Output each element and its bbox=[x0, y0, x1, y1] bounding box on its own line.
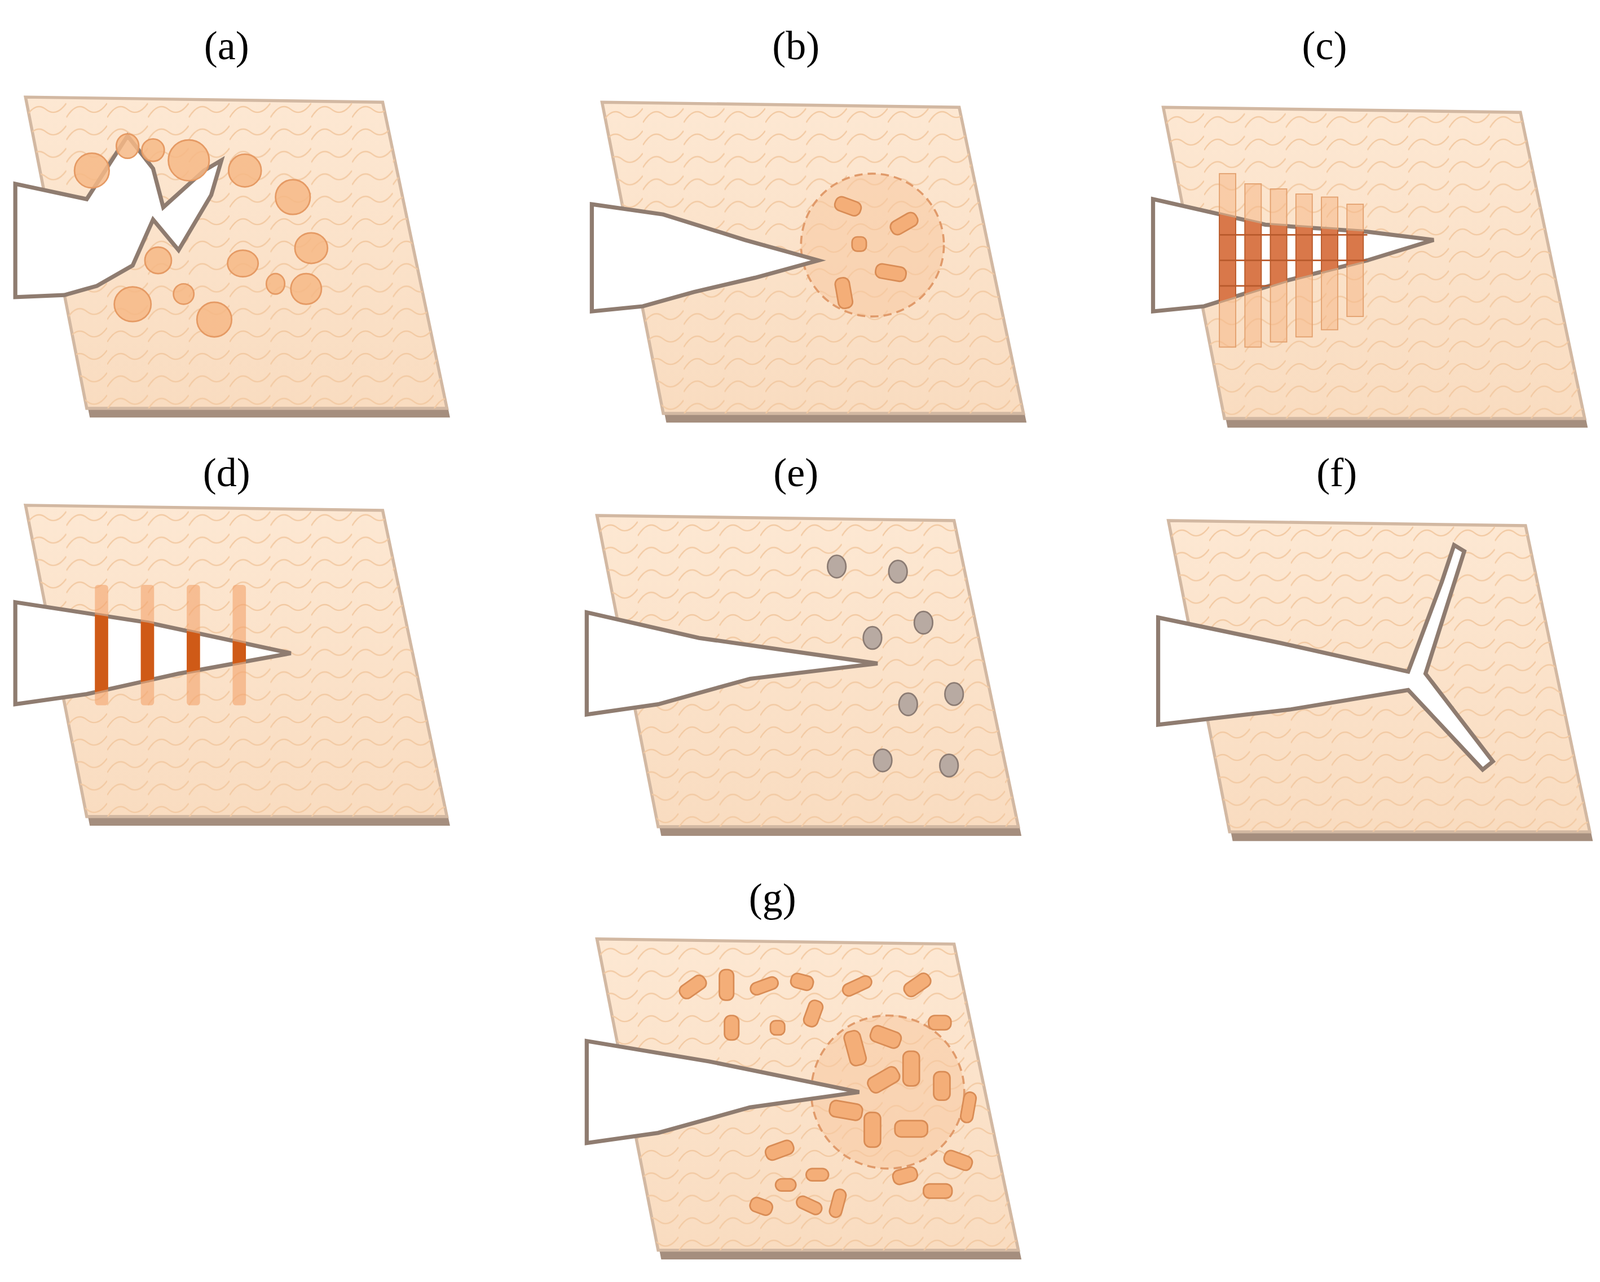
panel-c bbox=[1153, 107, 1589, 428]
panel-b bbox=[591, 102, 1027, 423]
panel-d bbox=[15, 505, 451, 826]
panel-label: (a) bbox=[204, 22, 250, 70]
panel-label: (e) bbox=[773, 448, 819, 496]
panel-label: (g) bbox=[748, 874, 797, 922]
panel-label: (b) bbox=[772, 22, 820, 70]
panel-f bbox=[1158, 520, 1594, 841]
panel-label: (d) bbox=[203, 448, 251, 496]
panel-g bbox=[586, 939, 1022, 1260]
panel-label: (c) bbox=[1302, 22, 1348, 70]
panel-label: (f) bbox=[1316, 448, 1357, 496]
panel-e bbox=[586, 515, 1022, 836]
panel-a bbox=[15, 97, 451, 418]
